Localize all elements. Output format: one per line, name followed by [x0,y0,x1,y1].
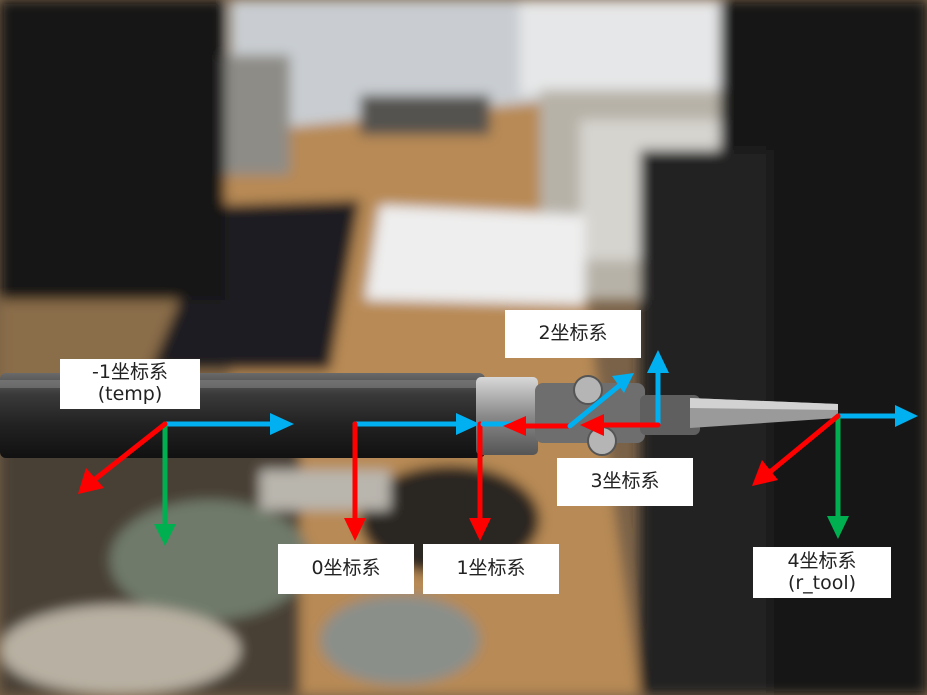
frame-1-axes [469,416,573,541]
frame-0-label: 0坐标系 [278,544,414,594]
frame-2-label-line1: 2坐标系 [538,322,608,345]
coordinate-axes [78,350,918,546]
frame-0-axes [344,413,480,541]
frame-m1-axes [78,413,294,546]
frame-4-label-line1: 4坐标系 [787,549,857,572]
frame-m1-label-line2: (temp) [97,383,163,405]
frame-m1-label-line1: -1坐标系 [92,361,168,384]
instrument-collar [476,377,538,455]
frame-3-axes [580,350,669,436]
frame-3-label: 3坐标系 [557,458,693,506]
frame-4-label: 4坐标系 (r_tool) [753,547,891,598]
frame-4-axes [752,405,918,539]
frame-4-label-line2: (r_tool) [787,571,857,594]
frame-m1-label: -1坐标系 (temp) [60,359,200,409]
frame-3-label-line1: 3坐标系 [590,470,660,493]
frame-2-label: 2坐标系 [505,310,641,358]
frame-1-label: 1坐标系 [423,544,559,594]
frame-0-label-line1: 0坐标系 [311,557,381,580]
frame-1-label-line1: 1坐标系 [456,557,526,580]
frame-2-axes [567,373,634,429]
